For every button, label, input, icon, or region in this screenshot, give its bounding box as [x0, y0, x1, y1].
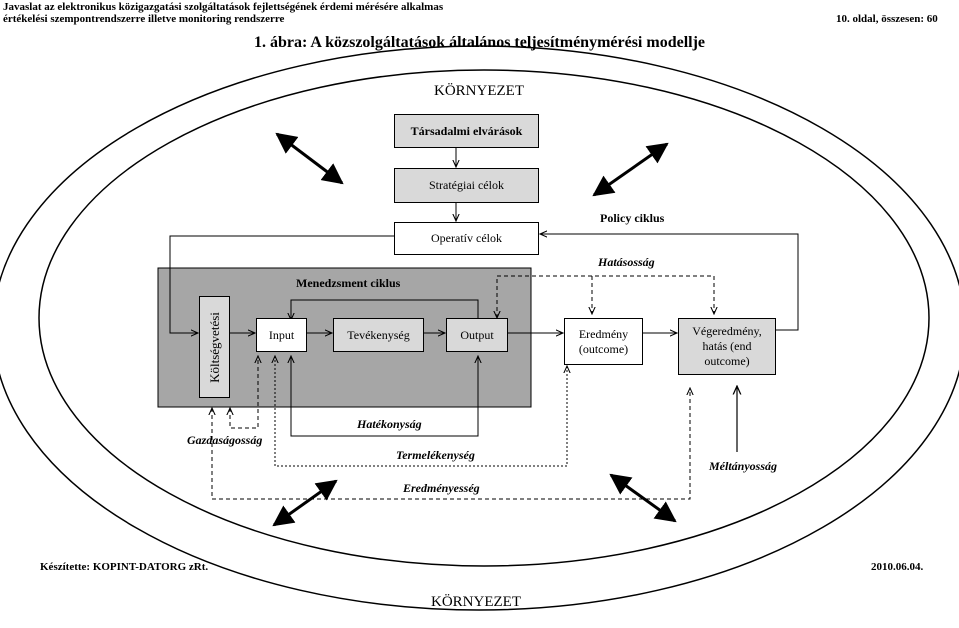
vegeredmeny-line-1: Végeredmény, — [692, 324, 762, 338]
footer-prepared-by: Készítette: KOPINT-DATORG zRt. — [40, 561, 209, 573]
label-policy-ciklus: Policy ciklus — [600, 211, 665, 225]
outer-environment-ellipse — [0, 45, 959, 611]
label-meltanyossag: Méltányosság — [709, 459, 778, 473]
management-cycle-loop — [291, 299, 479, 320]
box-tevekenyseg: Tevékenység — [333, 318, 424, 352]
box-koltsegvetesi: Költségvetési — [199, 296, 230, 398]
environment-label-top: KÖRNYEZET — [434, 83, 524, 99]
box-tarsadalmi-elvarasok: Társadalmi elvárások — [394, 114, 539, 148]
footer-date: 2010.06.04. — [871, 561, 924, 573]
environment-arrow-bottom-right — [609, 473, 677, 523]
label-gazdasagossag: Gazdaságosság — [187, 433, 263, 447]
eredmeny-line-1: Eredmény — [578, 326, 629, 341]
label-hatasossag: Hatásosság — [598, 255, 655, 269]
termelekenyseg-bracket — [275, 356, 567, 467]
environment-arrow-top-left — [275, 132, 344, 185]
environment-label-bottom: KÖRNYEZET — [431, 594, 521, 610]
operativ-to-koltsegvetesi-loop — [169, 235, 394, 333]
label-eredmenyesseg: Eredményesség — [403, 481, 480, 495]
header-line-1: Javaslat az elektronikus közigazgatási s… — [3, 1, 444, 13]
box-operativ-celok: Operatív célok — [394, 222, 539, 255]
header-line-2: értékelési szempontrendszerre illetve mo… — [3, 13, 285, 25]
figure-title: 1. ábra: A közszolgáltatások általános t… — [253, 34, 706, 51]
hatasossag-bracket — [497, 275, 714, 318]
vegeredmeny-line-2: hatás (end — [702, 339, 752, 353]
vegeredmeny-line-3: outcome) — [704, 354, 750, 368]
box-eredmeny: Eredmény (outcome) — [564, 318, 643, 365]
box-output: Output — [446, 318, 508, 352]
environment-arrow-bottom-left — [272, 479, 338, 527]
policy-cycle-loop-right — [540, 234, 799, 331]
eredmeny-line-2: (outcome) — [578, 341, 629, 356]
box-strategiai-celok: Stratégiai célok — [394, 168, 539, 203]
label-hatekonysag: Hatékonyság — [357, 417, 422, 431]
label-termelekenyseg: Termelékenység — [396, 448, 475, 462]
eredmenyesseg-bracket — [212, 388, 690, 500]
koltsegvetesi-label: Költségvetési — [207, 311, 223, 383]
label-menedzsment-ciklus: Menedzsment ciklus — [296, 276, 401, 290]
inner-environment-ellipse — [38, 69, 930, 567]
header-page-number: 10. oldal, összesen: 60 — [836, 13, 938, 25]
box-vegeredmeny: Végeredmény, hatás (end outcome) — [678, 318, 776, 375]
environment-arrow-top-right — [592, 142, 669, 197]
box-input: Input — [256, 318, 307, 352]
